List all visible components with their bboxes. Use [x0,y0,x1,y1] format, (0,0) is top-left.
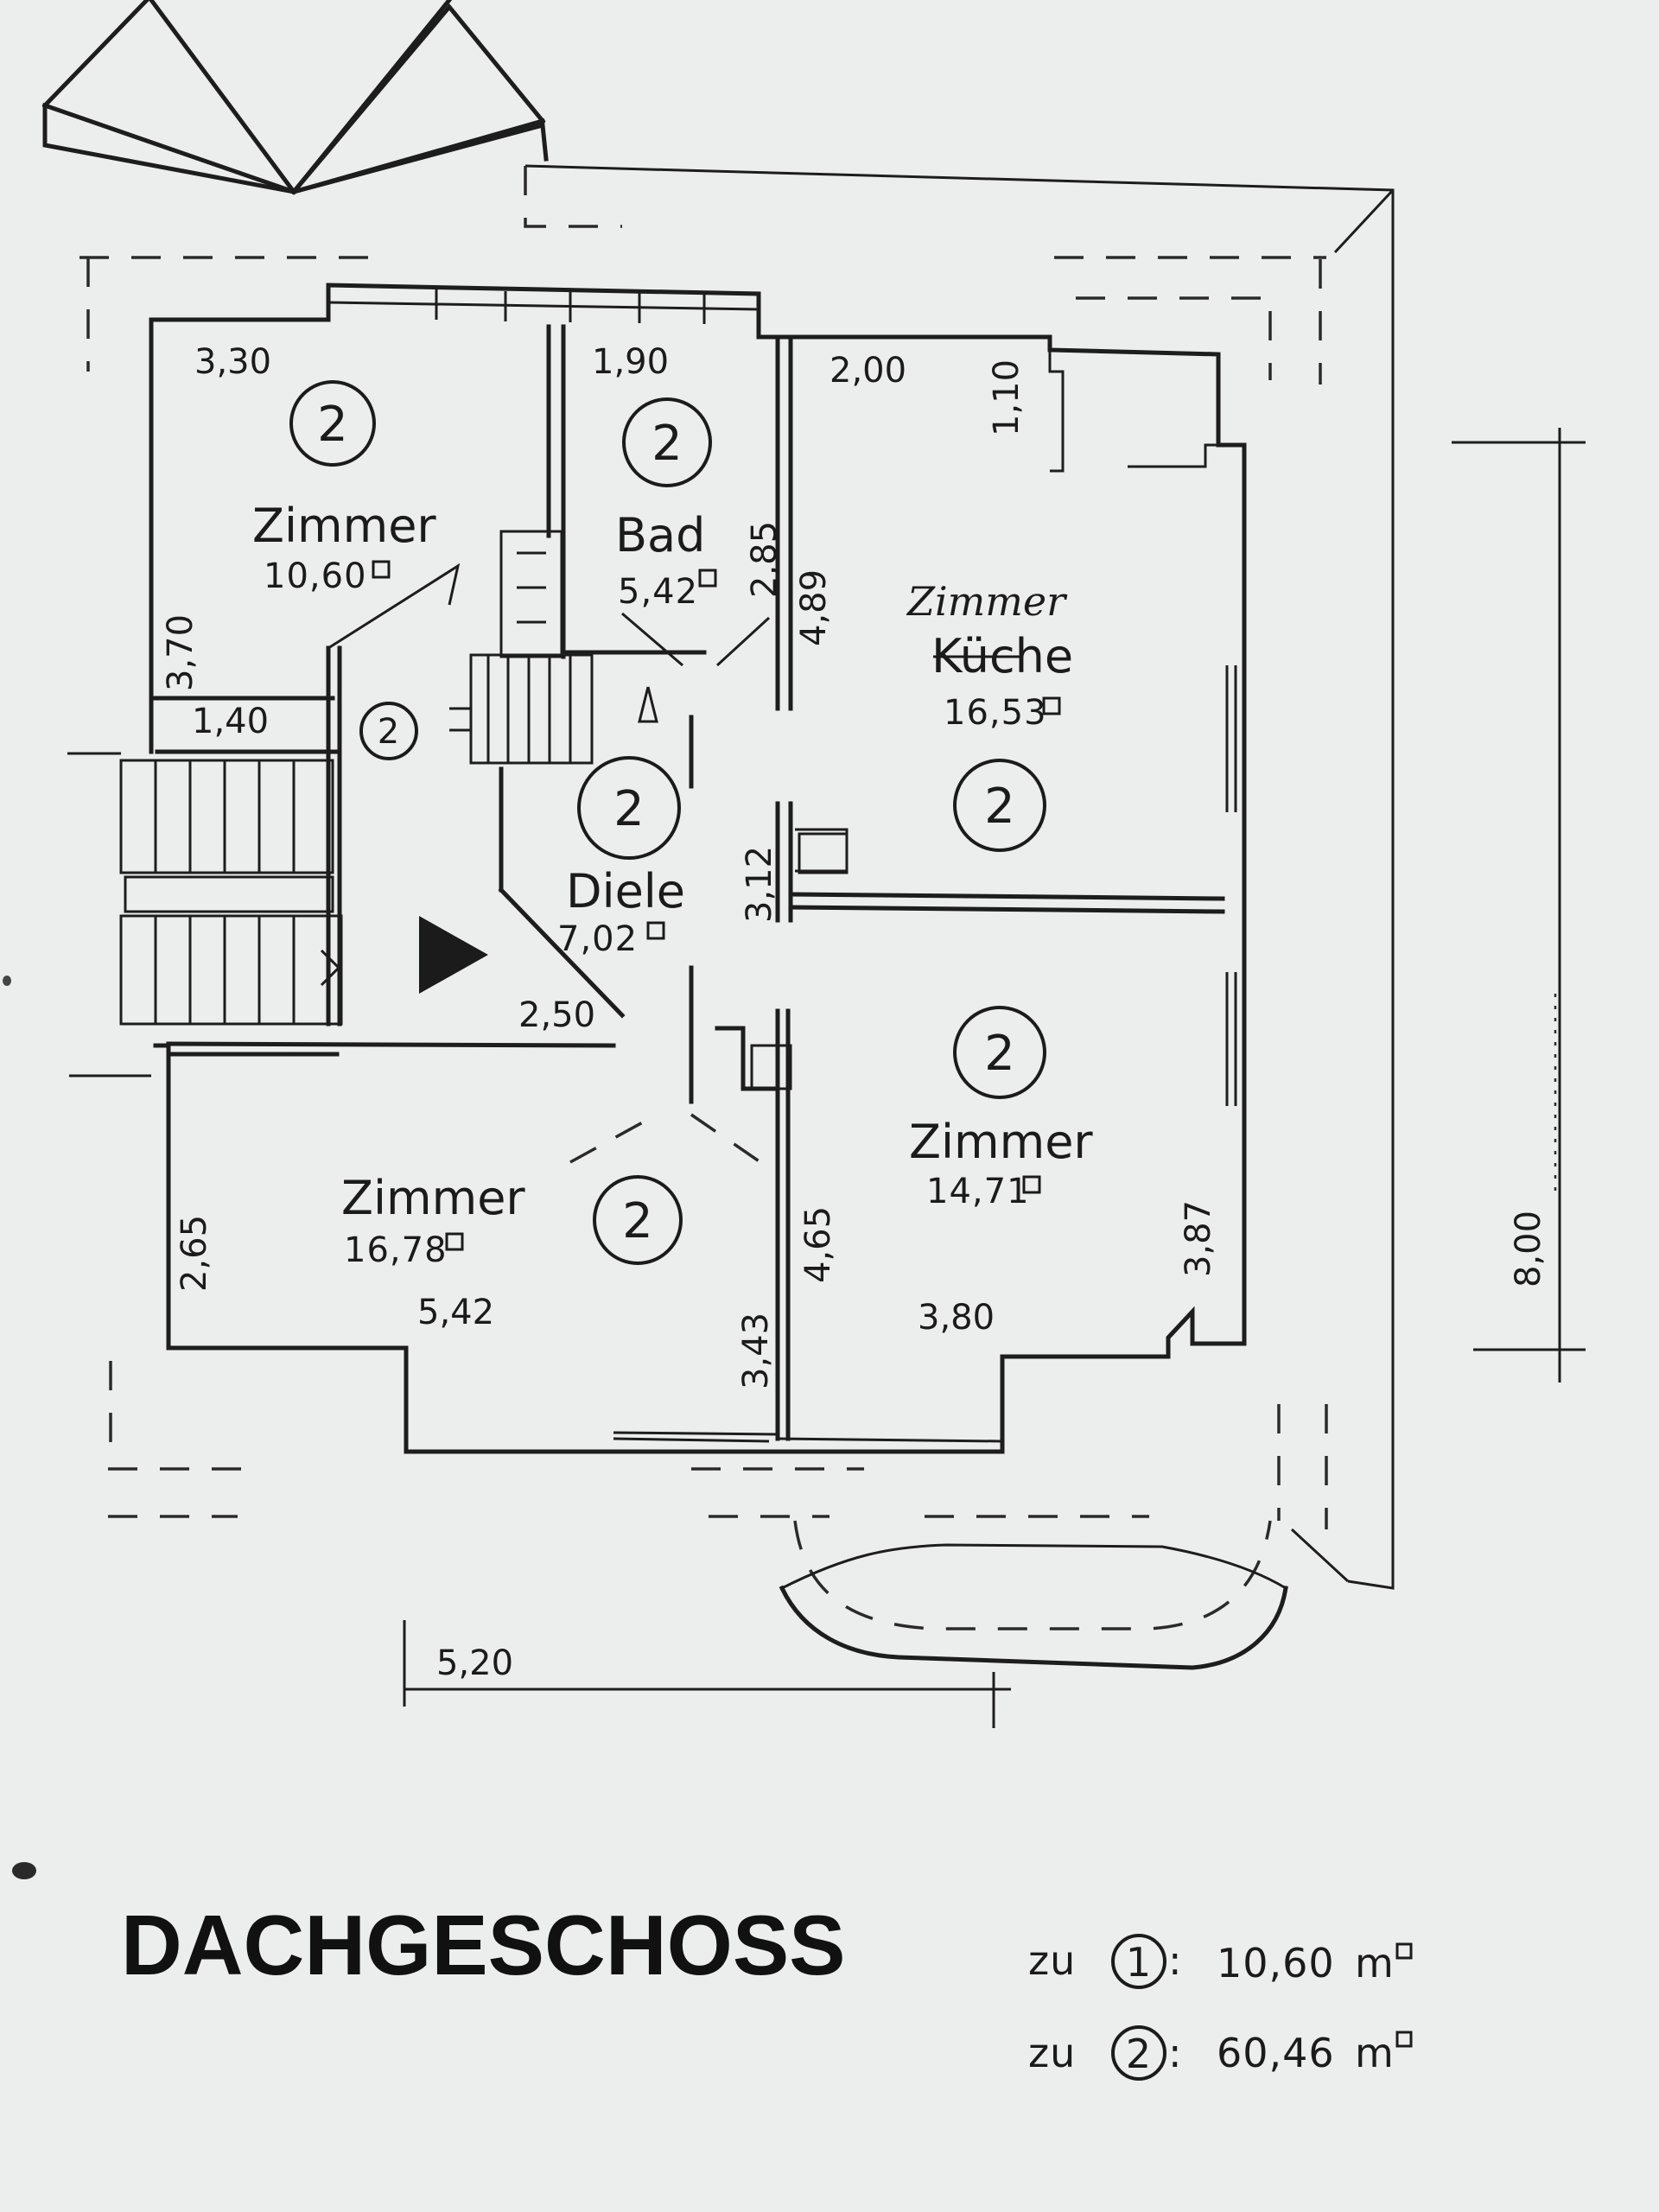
room-zimmer-sw: Zimmer 16,78 [341,1171,525,1270]
dim-sw-right-height: 3,43 [736,1313,776,1389]
dim-kueche-niche: 1,10 [987,359,1027,436]
room-name: Zimmer [252,499,436,553]
svg-text:m: m [1355,1940,1395,1986]
svg-text:2: 2 [984,1026,1015,1082]
room-kueche: Zimmer Küche 16,53 [906,578,1073,733]
group-marker: 2 [622,397,712,487]
dimension-labels: 3,30 1,90 2,00 1,10 2,85 4,89 3,70 1,40 … [161,342,1548,1683]
bay-window [779,1543,1288,1670]
room-name-handwritten: Zimmer [906,578,1068,625]
svg-text:2: 2 [378,712,400,752]
svg-text:2: 2 [1126,2031,1152,2077]
group-markers: 2 2 2 2 2 2 2 [289,380,1046,1265]
room-area: 16,78 [344,1230,448,1270]
dim-diele-bottom: 2,50 [518,995,595,1035]
room-zimmer-nw: Zimmer 10,60 [252,499,436,596]
svg-text:zu: zu [1028,1937,1076,1984]
svg-text:60,46: 60,46 [1217,2030,1335,2076]
room-area: 14,71 [926,1172,1030,1211]
dim-se-left-height: 4,65 [798,1206,838,1283]
svg-text::: : [1168,2030,1183,2076]
room-name: Diele [566,864,685,918]
svg-text:1: 1 [1126,1939,1152,1986]
group-marker: 2 [593,1175,683,1265]
svg-text:zu: zu [1028,2030,1076,2076]
room-diele: Diele 7,02 [557,864,685,959]
svg-text:m: m [1355,2030,1395,2076]
svg-text:2: 2 [652,416,683,472]
interior-walls [149,324,1225,1441]
room-zimmer-se: Zimmer 14,71 [909,1115,1093,1211]
exterior-walls [149,283,1247,1454]
room-name: Bad [615,508,705,563]
dim-sw-height: 2,65 [175,1215,214,1292]
svg-text:2: 2 [613,781,645,837]
dimension-lines [403,428,1586,1728]
svg-text:2: 2 [984,779,1015,835]
dim-se-width: 3,80 [918,1298,995,1338]
group-marker: 2 [577,756,681,860]
group-marker: 2 [359,702,418,760]
stairs [67,530,658,1077]
dim-se-right-height: 3,87 [1179,1200,1218,1277]
roof-outline [524,164,1395,1590]
dim-bad-height: 2,85 [745,521,785,598]
door-swings [327,563,771,667]
dim-top-left: 3,30 [194,342,271,382]
dashed-projections [79,166,1328,1630]
dim-top-bad: 1,90 [592,342,669,382]
group-marker: 2 [289,380,376,467]
dim-zimmer-nw-bottom: 1,40 [192,702,269,741]
roof-sketch [41,0,549,195]
dim-kueche-height: 4,89 [794,569,834,646]
dim-overall-height: 8,00 [1509,1211,1548,1287]
room-bad: Bad 5,42 [615,508,717,612]
svg-text:2: 2 [622,1193,653,1249]
chimney [750,832,849,1090]
room-area: 7,02 [557,919,638,959]
svg-text::: : [1168,1937,1183,1984]
plan-title: DACHGESCHOSS [121,1897,846,1993]
summary-row-2: zu 2 : 60,46 m [1028,2025,1413,2081]
group-marker: 2 [953,1006,1046,1099]
svg-text:10,60: 10,60 [1217,1940,1335,1986]
dim-kueche-lower: 3,12 [740,846,779,923]
paper-marks [3,976,36,1879]
dim-zimmer-nw-height: 3,70 [161,614,200,691]
group-marker: 2 [953,759,1046,852]
room-area: 16,53 [944,693,1047,733]
windows [435,289,1237,1443]
svg-text:2: 2 [317,397,348,453]
room-area: 10,60 [264,556,367,596]
room-name: Zimmer [341,1171,525,1225]
dim-sw-width: 5,42 [417,1293,494,1332]
summary-row-1: zu 1 : 10,60 m [1028,1934,1413,1989]
dim-top-kueche: 2,00 [830,351,906,391]
room-name: Zimmer [909,1115,1093,1169]
dim-overall-width: 5,20 [436,1643,513,1683]
area-summary: zu 1 : 10,60 m zu 2 : 60,46 m [1028,1934,1413,2081]
room-area: 5,42 [618,572,698,612]
